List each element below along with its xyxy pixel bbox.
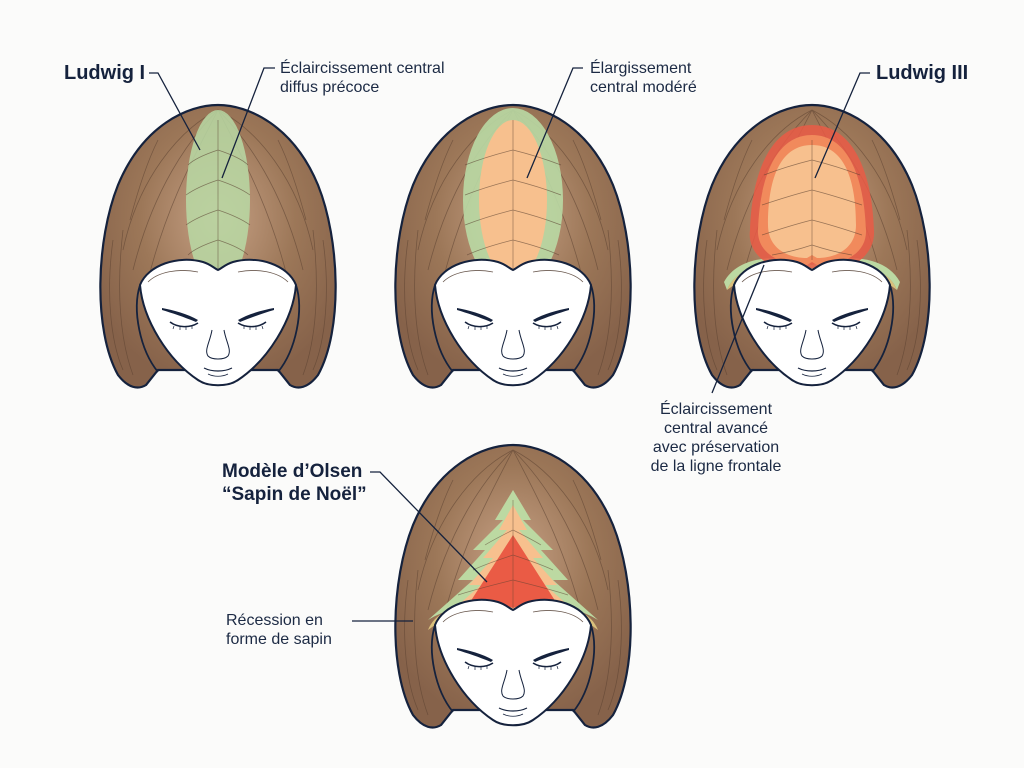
connector-ludwig-3-annotation [711,264,765,394]
annotation-ludwig-1: Éclaircissement central diffus précoce [280,59,445,97]
annotation-ludwig-3-line-2: central avancé [663,420,769,437]
annotation-ludwig-3-line-4: de la ligne frontale [650,458,782,475]
title-ludwig-1: Ludwig I [64,62,146,84]
annotation-ludwig-2-line-1: Élargissement [590,60,692,77]
annotation-olsen-line-2: forme de sapin [226,631,332,648]
title-olsen: Modèle d’Olsen “Sapin de Noël” [222,460,367,506]
connector-ludwig-1-annotation [221,67,275,179]
annotation-ludwig-3-line-1: Éclaircissement [659,401,773,418]
annotation-olsen: Récession en forme de sapin [226,611,332,649]
annotation-ludwig-3-line-3: avec préservation [652,439,780,456]
title-olsen-line-1: Modèle d’Olsen [222,461,363,482]
connector-lines [149,67,870,622]
head-ludwig-1 [99,103,337,389]
annotation-ludwig-1-line-2: diffus précoce [280,79,380,96]
title-ludwig-3: Ludwig III [876,62,969,84]
annotation-ludwig-2-line-2: central modéré [590,79,697,96]
connector-ludwig-2-annotation [526,67,583,179]
head-olsen [394,443,632,729]
connector-olsen-title [370,471,488,583]
annotation-olsen-line-1: Récession en [226,612,323,629]
annotation-ludwig-1-line-1: Éclaircissement central [280,60,445,77]
head-ludwig-3 [693,103,931,389]
annotation-ludwig-3: Éclaircissement central avancé avec prés… [636,400,796,476]
connector-ludwig-3-title [814,72,870,179]
title-olsen-line-2: “Sapin de Noël” [222,484,367,505]
annotation-ludwig-2: Élargissement central modéré [590,59,697,97]
connector-ludwig-1-title [149,72,201,151]
head-ludwig-2 [394,103,632,389]
